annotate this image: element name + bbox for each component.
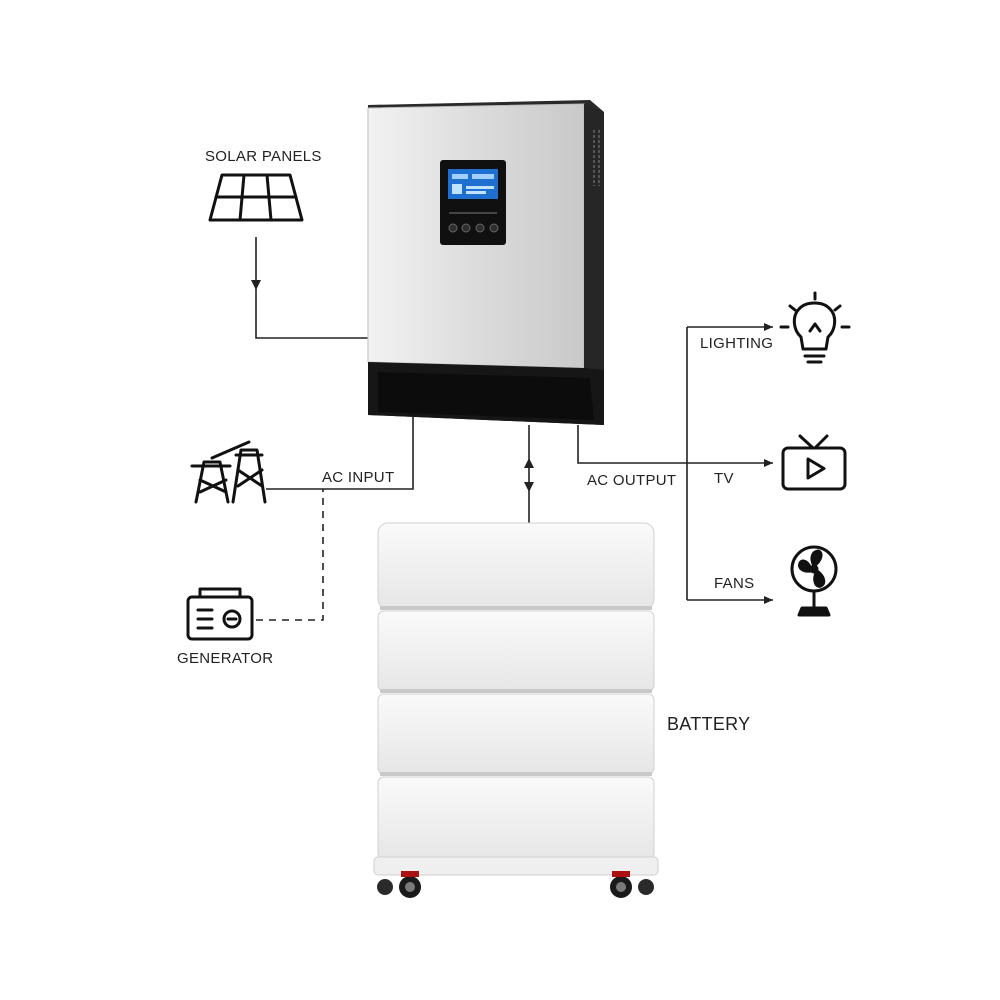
- ac-input-label: AC INPUT: [322, 469, 394, 486]
- battery-arrow-down: [524, 482, 534, 492]
- ac-output-line: [577, 425, 687, 464]
- solar-arrow: [251, 280, 261, 290]
- battery-wheels: [377, 871, 654, 898]
- generator-line: [256, 489, 324, 621]
- lighting-label: LIGHTING: [700, 335, 773, 352]
- fan-icon: [790, 545, 838, 617]
- battery-stack: [373, 522, 659, 898]
- generator-label: GENERATOR: [177, 650, 273, 667]
- ac-output-label: AC OUTPUT: [587, 472, 676, 489]
- battery-arrow-up: [524, 458, 534, 468]
- battery-module: [377, 693, 655, 775]
- power-tower-icon: [190, 440, 267, 504]
- battery-module: [377, 610, 655, 692]
- tv-icon: [781, 434, 847, 491]
- panel-buttons: [448, 212, 499, 233]
- battery-base: [373, 856, 659, 876]
- battery-module: [377, 776, 655, 860]
- solar-panel-icon: [208, 173, 304, 222]
- ac-input-line: [266, 417, 414, 490]
- light-bulb-icon: [779, 291, 851, 364]
- generator-icon: [186, 587, 254, 641]
- battery-module: [377, 522, 655, 610]
- fans-label: FANS: [714, 575, 754, 592]
- tv-label: TV: [714, 470, 734, 487]
- solar-line: [255, 237, 368, 339]
- solar-panels-label: SOLAR PANELS: [205, 148, 322, 165]
- inverter: [367, 100, 604, 425]
- inverter-vents: [593, 130, 600, 186]
- battery-label: BATTERY: [667, 714, 750, 734]
